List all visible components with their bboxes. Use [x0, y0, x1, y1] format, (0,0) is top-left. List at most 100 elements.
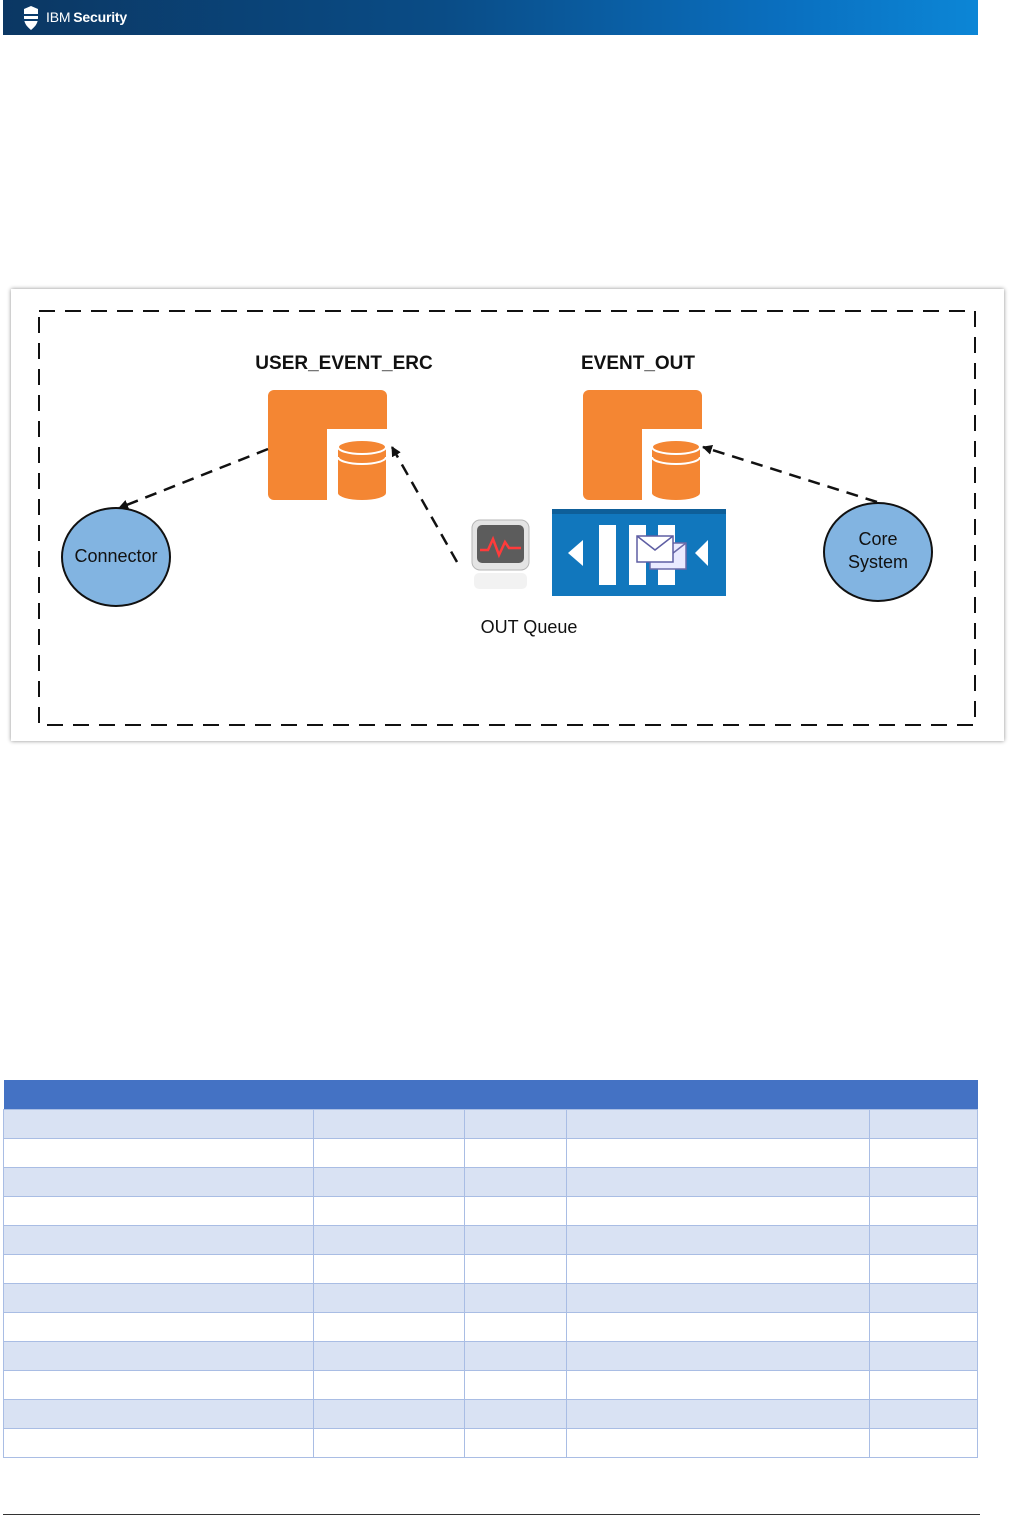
- table-cell: [3, 1399, 314, 1429]
- message-queue-icon: [552, 509, 726, 596]
- table-row: [3, 1428, 978, 1458]
- user-event-erc-node: USER_EVENT_ERC: [255, 353, 433, 504]
- connector-node: Connector: [61, 507, 171, 607]
- table-cell: [313, 1254, 465, 1284]
- table-cell: [566, 1283, 870, 1313]
- table-cell: [566, 1196, 870, 1226]
- table-cell: [3, 1312, 314, 1342]
- table-cell: [464, 1312, 567, 1342]
- core-system-label-line2: System: [848, 552, 908, 572]
- table-cell: [464, 1341, 567, 1371]
- table-row: [3, 1196, 978, 1226]
- table-cell: [3, 1167, 314, 1197]
- table-cell: [566, 1399, 870, 1429]
- table-cell: [566, 1341, 870, 1371]
- footer-divider: [3, 1514, 980, 1515]
- table-cell: [313, 1312, 465, 1342]
- table-cell: [869, 1254, 978, 1284]
- event-out-label: EVENT_OUT: [581, 353, 695, 374]
- table-cell: [313, 1428, 465, 1458]
- table-cell: [3, 1109, 314, 1139]
- table-cell: [566, 1428, 870, 1458]
- table-header-row: [3, 1080, 978, 1110]
- table-cell: [464, 1399, 567, 1429]
- envelope-icon: [636, 535, 687, 570]
- table-cell: [566, 1254, 870, 1284]
- ibm-security-shield-icon: [22, 6, 40, 30]
- database-table-icon: [268, 390, 397, 504]
- table-cell: [869, 1167, 978, 1197]
- table-row: [3, 1109, 978, 1139]
- core-system-circle: [823, 502, 933, 602]
- table-cell: [566, 1370, 870, 1400]
- table-cell: [869, 1196, 978, 1226]
- table-cell: [869, 1225, 978, 1255]
- table-row: [3, 1138, 978, 1168]
- table-cell: [869, 1109, 978, 1139]
- edge-out-queue-to-user-event-erc: [390, 446, 459, 563]
- table-row: [3, 1254, 978, 1284]
- table-cell: [464, 1428, 567, 1458]
- table-header-cell: [3, 1080, 978, 1110]
- table-row: [3, 1312, 978, 1342]
- table-cell: [464, 1283, 567, 1313]
- table-body: [3, 1109, 978, 1458]
- table-cell: [313, 1370, 465, 1400]
- table-cell: [3, 1428, 314, 1458]
- table-row: [3, 1167, 978, 1197]
- connector-circle: [61, 507, 171, 607]
- table-cell: [566, 1109, 870, 1139]
- table-cell: [3, 1341, 314, 1371]
- table-cell: [313, 1225, 465, 1255]
- table-row: [3, 1370, 978, 1400]
- table-cell: [313, 1167, 465, 1197]
- brand-ibm: IBM: [46, 9, 71, 25]
- table-cell: [464, 1167, 567, 1197]
- table-cell: [3, 1283, 314, 1313]
- event-out-node: EVENT_OUT: [581, 353, 712, 504]
- table-cell: [313, 1283, 465, 1313]
- table-cell: [313, 1138, 465, 1168]
- brand-security: Security: [73, 9, 127, 25]
- table-row: [3, 1341, 978, 1371]
- table-cell: [869, 1428, 978, 1458]
- table-cell: [3, 1370, 314, 1400]
- monitor-graph-icon: [471, 519, 530, 589]
- table-cell: [566, 1312, 870, 1342]
- system-boundary: [38, 310, 976, 726]
- table-cell: [869, 1341, 978, 1371]
- table-cell: [313, 1109, 465, 1139]
- table-cell: [566, 1225, 870, 1255]
- core-system-label-line1: Core: [858, 529, 897, 549]
- table-cell: [313, 1399, 465, 1429]
- table-cell: [869, 1283, 978, 1313]
- table-cell: [464, 1109, 567, 1139]
- out-queue-label: OUT Queue: [481, 617, 578, 637]
- table-cell: [869, 1138, 978, 1168]
- table-cell: [3, 1254, 314, 1284]
- table-cell: [313, 1341, 465, 1371]
- table-cell: [464, 1254, 567, 1284]
- table-cell: [869, 1370, 978, 1400]
- table-cell: [3, 1225, 314, 1255]
- architecture-diagram: USER_EVENT_ERC EVENT_OUT Connec: [11, 289, 1004, 741]
- table-cell: [464, 1225, 567, 1255]
- database-table-icon: [583, 390, 712, 504]
- connector-label: Connector: [74, 546, 157, 566]
- table-cell: [313, 1196, 465, 1226]
- table-cell: [464, 1196, 567, 1226]
- table-cell: [566, 1138, 870, 1168]
- table-row: [3, 1399, 978, 1429]
- table-cell: [869, 1399, 978, 1429]
- core-system-node: Core System: [823, 502, 933, 602]
- table-cell: [464, 1370, 567, 1400]
- user-event-erc-label: USER_EVENT_ERC: [255, 353, 433, 374]
- table-cell: [869, 1312, 978, 1342]
- table-cell: [3, 1196, 314, 1226]
- table-cell: [464, 1138, 567, 1168]
- table-row: [3, 1283, 978, 1313]
- diagram-canvas: USER_EVENT_ERC EVENT_OUT Connec: [38, 310, 976, 726]
- data-table: [3, 1080, 978, 1458]
